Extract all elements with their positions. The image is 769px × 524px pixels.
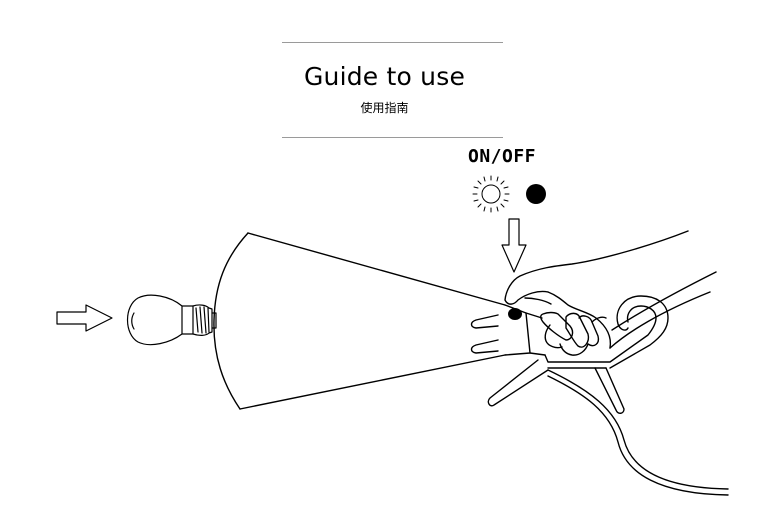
hand <box>505 231 716 355</box>
lamp-shade <box>214 233 505 409</box>
on-off-label: ON/OFF <box>468 146 537 167</box>
right-arrow-icon <box>57 305 112 331</box>
sun-icon <box>473 176 509 212</box>
power-cord <box>548 370 728 495</box>
bottom-divider <box>282 137 503 138</box>
page-subtitle: 使用指南 <box>360 101 409 115</box>
hook <box>488 296 668 413</box>
light-bulb <box>128 295 217 344</box>
switch-button <box>508 308 522 320</box>
top-divider <box>282 42 503 43</box>
down-arrow-icon <box>502 219 526 272</box>
page-title: Guide to use <box>303 62 466 91</box>
dark-circle-icon <box>526 184 546 204</box>
